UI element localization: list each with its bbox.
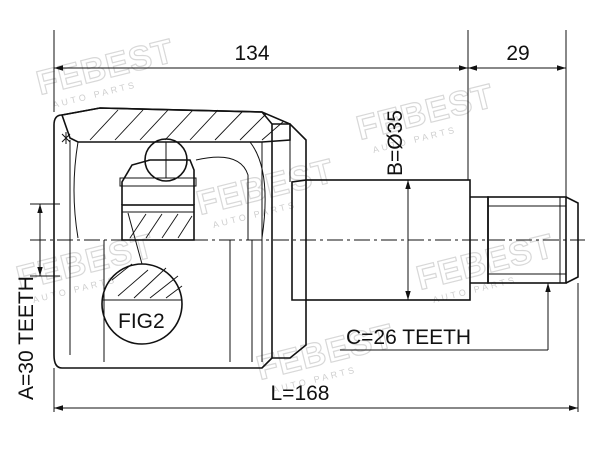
dimension-inner-teeth: A=30 TEETH	[15, 204, 43, 400]
dimension-29-label: 29	[506, 42, 529, 65]
dimension-29: 29	[468, 42, 566, 71]
inner-teeth-label: A=30 TEETH	[15, 276, 38, 400]
joint-housing	[53, 107, 307, 369]
dimension-134-label: 134	[234, 42, 269, 65]
dimension-134: 134	[54, 42, 468, 71]
output-shaft	[305, 179, 579, 301]
total-length-label: L=168	[271, 382, 330, 405]
watermark-group: FEBEST AUTO PARTS FEBEST AUTO PARTS FEBE…	[12, 31, 558, 395]
shaft-diameter-label: B=Ø35	[384, 110, 407, 176]
dimension-shaft-diameter: B=Ø35	[384, 110, 411, 300]
housing-hatch	[89, 109, 285, 141]
dimension-168: L=168	[54, 382, 578, 411]
outer-teeth-label: C=26 TEETH	[346, 326, 471, 349]
fig2-detail: FIG2	[101, 212, 183, 345]
fig2-label: FIG2	[118, 310, 165, 333]
dimension-outer-teeth: C=26 TEETH	[340, 283, 551, 351]
